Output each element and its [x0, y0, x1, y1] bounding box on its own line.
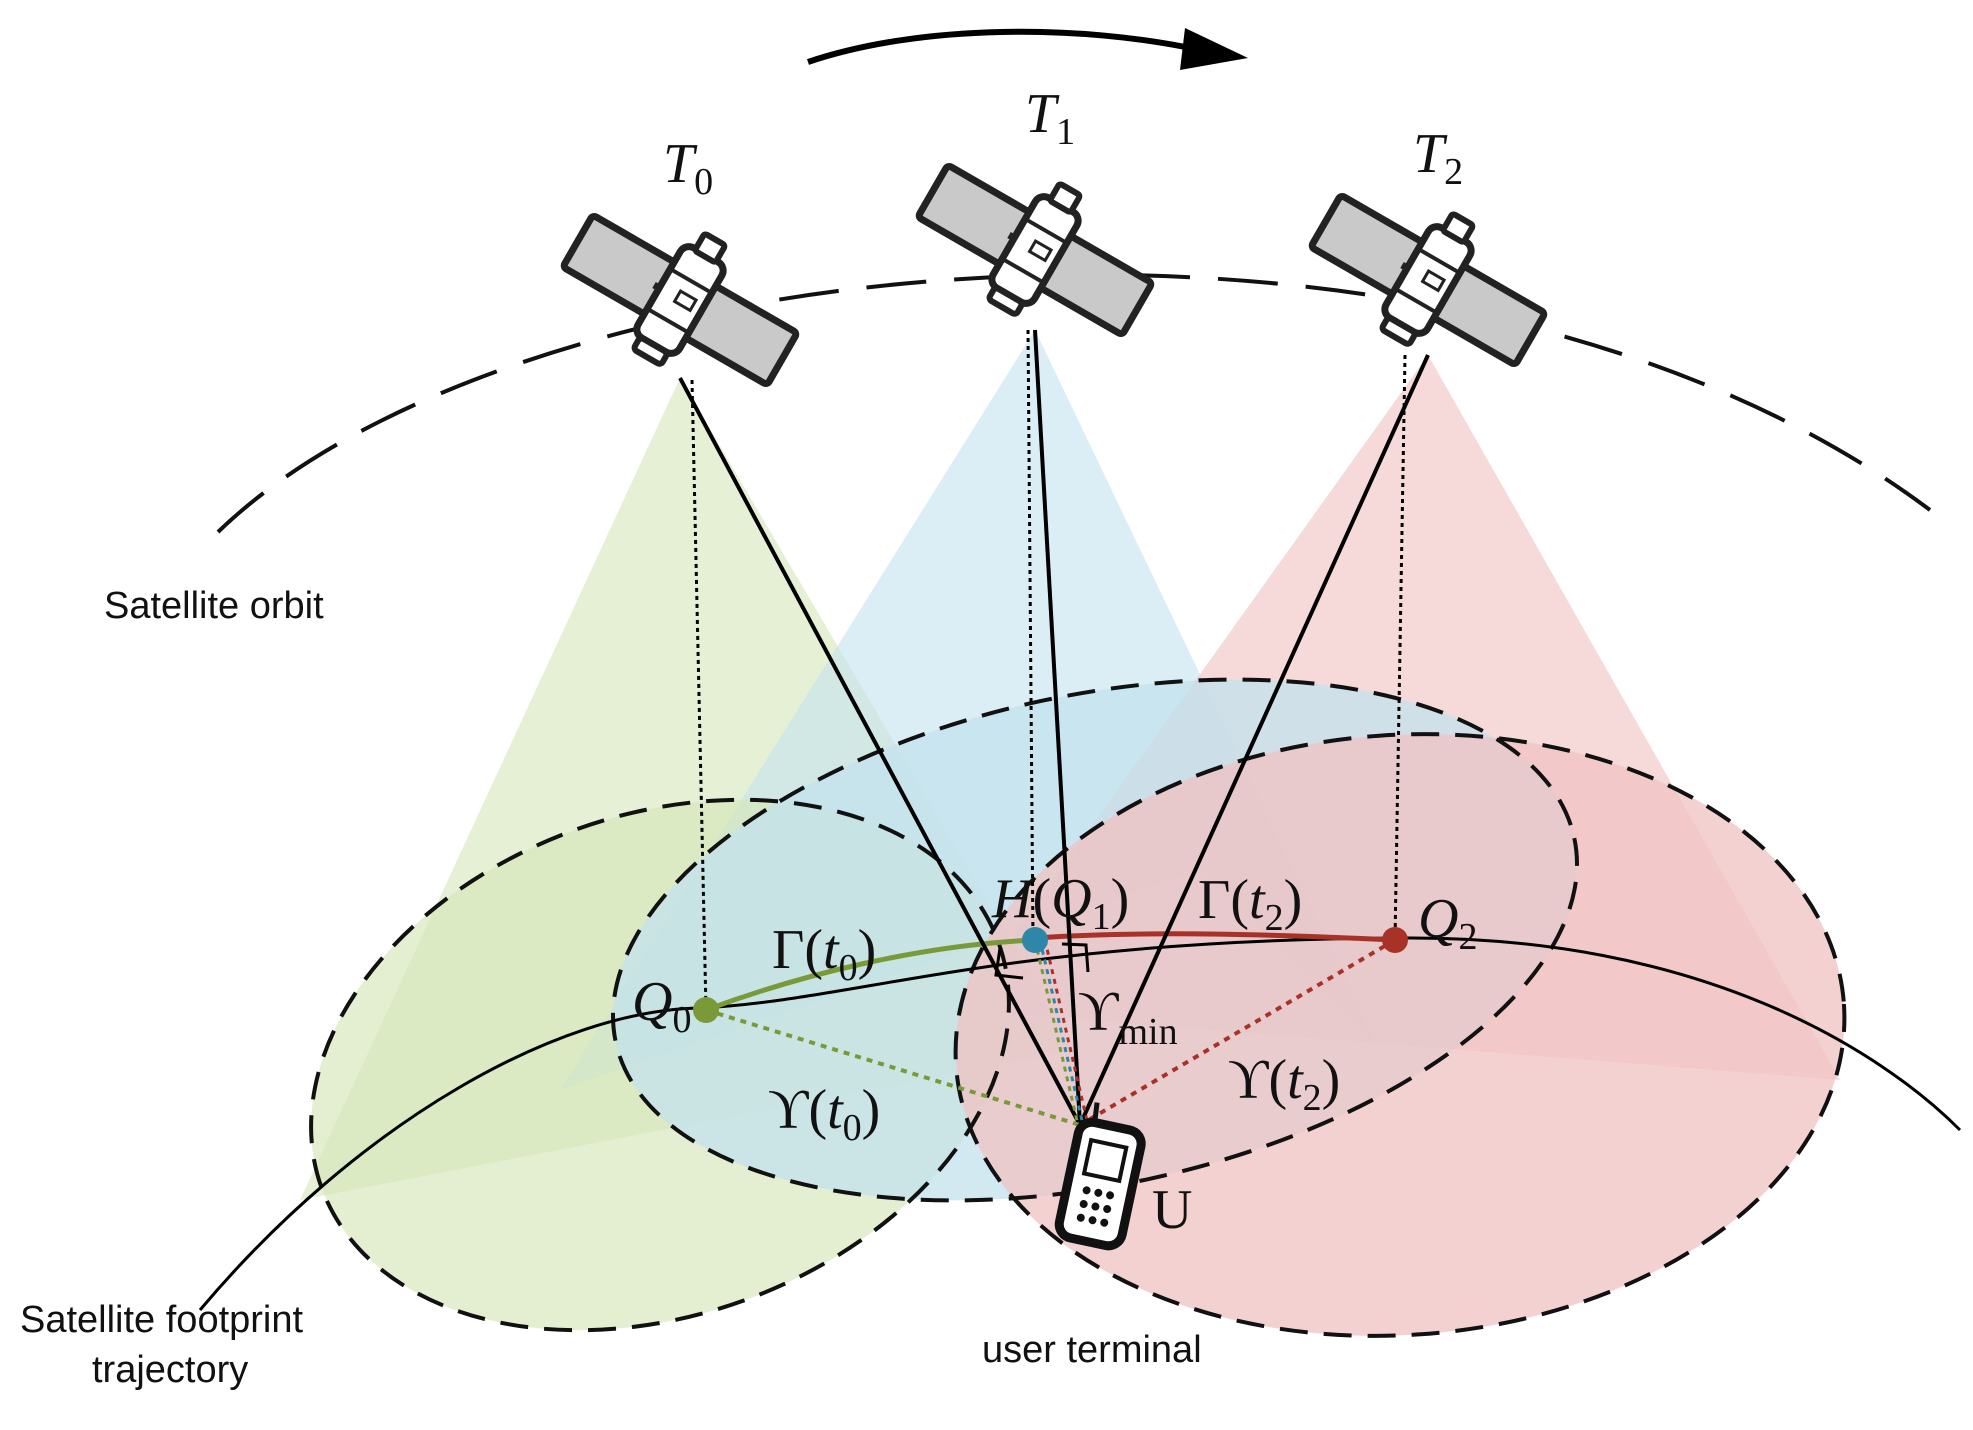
label-upsilon-t2: ϒ(t2): [1228, 1049, 1340, 1119]
distance-line-t0: [705, 1008, 1081, 1127]
nadir-line-t1: [1026, 329, 1035, 941]
nadir-point-q0: [693, 997, 719, 1023]
label-t0: T0: [663, 133, 713, 203]
label-user-terminal: user terminal: [982, 1329, 1202, 1371]
direction-arrowhead: [1180, 28, 1248, 70]
phone-icon: [1054, 1102, 1146, 1251]
footprint-outline-t1: [611, 677, 1579, 1203]
label-footprint-line2: trajectory: [92, 1349, 248, 1391]
slant-line-t0: [678, 377, 1082, 1126]
label-upsilon-min: ϒmin: [1078, 981, 1178, 1053]
distance-line-min-a: [1033, 939, 1080, 1126]
distance-line-t2: [1078, 938, 1397, 1127]
label-t1: T1: [1025, 83, 1075, 153]
direction-arrow: [807, 28, 1201, 65]
label-user-u: U: [1152, 1179, 1192, 1241]
footprint-fill-t2: [955, 734, 1845, 1336]
ground-track-gamma-t0: [705, 937, 1036, 1013]
right-angle-marker-left: [994, 947, 1024, 980]
nadir-line-t2: [1393, 354, 1407, 941]
label-t2: T2: [1413, 123, 1463, 193]
label-gamma-t0: Γ(t0): [772, 919, 876, 989]
label-h-q1: H(Q1): [991, 868, 1129, 938]
distance-line-min-c: [1043, 939, 1090, 1126]
label-q0: Q0: [632, 971, 691, 1041]
ground-track-gamma-t2: [1034, 931, 1396, 943]
slant-line-t1: [1033, 329, 1082, 1126]
right-angle-marker-right: [1061, 942, 1090, 973]
label-gamma-t2: Γ(t2): [1198, 869, 1302, 939]
nadir-point-q2: [1382, 927, 1408, 953]
footprint-trajectory-curve: [198, 936, 1962, 1311]
label-q2: Q2: [1418, 888, 1477, 958]
slant-line-t2: [1078, 354, 1430, 1126]
distance-line-min-b: [1038, 939, 1085, 1126]
label-satellite-orbit: Satellite orbit: [104, 585, 324, 627]
label-footprint-line1: Satellite footprint: [20, 1299, 303, 1341]
label-upsilon-t0: ϒ(t0): [768, 1079, 880, 1149]
nadir-point-h: [1022, 927, 1048, 953]
footprint-outline-t2: [953, 732, 1847, 1338]
nadir-line-t0: [690, 379, 708, 1011]
